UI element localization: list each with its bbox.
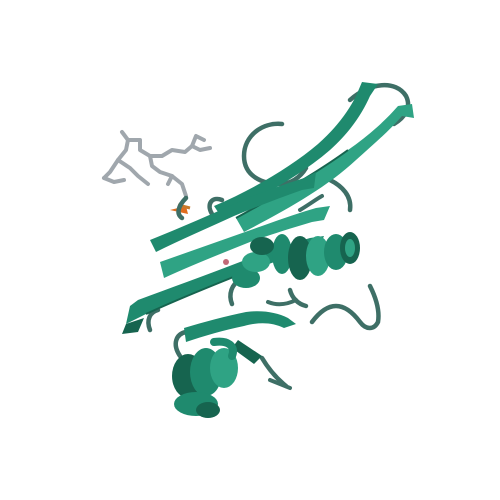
beta-strand-lower bbox=[184, 311, 296, 364]
ligand-sticks bbox=[102, 130, 212, 198]
coil-details bbox=[266, 194, 324, 390]
alpha-helix-bottom bbox=[172, 337, 238, 418]
alpha-helix-right bbox=[272, 232, 360, 280]
alpha-helix-middle bbox=[232, 237, 274, 288]
